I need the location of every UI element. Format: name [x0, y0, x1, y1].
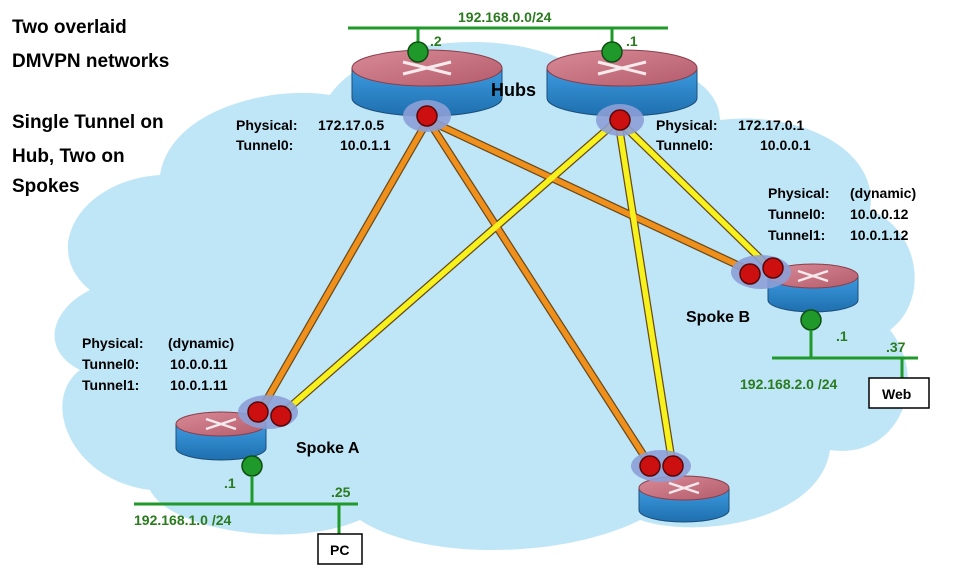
pc-box[interactable] [317, 533, 363, 565]
spoke-c-tunnel0-interface [639, 455, 661, 477]
web-server-box[interactable] [868, 377, 930, 409]
hub-right-tunnel-interface [609, 109, 631, 131]
hub-right-tunnel0-label: Tunnel0: [656, 137, 713, 153]
subtitle-line-2: Hub, Two on [12, 146, 125, 167]
hub-left-tunnel0-label: Tunnel0: [236, 137, 293, 153]
spoke-a-lan-segment [134, 476, 358, 534]
spoke-b-server-host: .37 [886, 339, 906, 355]
tunnel-hub-right-spoke-a [279, 117, 621, 417]
hub-lan-subnet-label: 192.168.0.0/24 [458, 9, 552, 25]
spoke-b-physical-label: Physical: [768, 185, 829, 201]
title-line-1: Two overlaid [12, 17, 127, 38]
spoke-a-pc-host: .25 [331, 484, 351, 500]
tunnel-hub-right-spoke-c [615, 117, 675, 465]
spoke-b-physical-value: (dynamic) [850, 185, 916, 201]
hub-right-tunnel0-value: 10.0.0.1 [760, 137, 811, 153]
spoke-b-tunnel0-value: 10.0.0.12 [850, 206, 909, 222]
spoke-a-tunnel0-label: Tunnel0: [82, 356, 139, 372]
spoke-b-lan-interface [800, 309, 822, 331]
router-spoke-c[interactable] [638, 475, 730, 523]
spoke-b-tunnel0-interface [739, 263, 761, 285]
hub-left-tunnel-interface [416, 105, 438, 127]
spoke-b-tunnel1-interface [762, 257, 784, 279]
spoke-a-tunnel1-label: Tunnel1: [82, 377, 139, 393]
spoke-a-router-host: .1 [224, 475, 236, 491]
hub-right-physical-value: 172.17.0.1 [738, 117, 804, 133]
spoke-b-lan-segment [772, 330, 918, 378]
router-hub-right[interactable] [546, 49, 698, 117]
subtitle-line-3: Spokes [12, 176, 80, 197]
spoke-a-physical-value: (dynamic) [168, 335, 234, 351]
spoke-b-tunnel0-label: Tunnel0: [768, 206, 825, 222]
hub-right-host-label: .1 [626, 33, 638, 49]
spoke-a-name: Spoke A [296, 440, 360, 457]
spoke-a-tunnel0-value: 10.0.0.11 [170, 356, 228, 372]
spoke-b-tunnel1-label: Tunnel1: [768, 227, 825, 243]
hubs-label: Hubs [491, 80, 536, 100]
spoke-a-lan-interface [241, 455, 263, 477]
spoke-a-tunnel1-value: 10.0.1.11 [170, 377, 228, 393]
spoke-a-tunnel1-interface [270, 405, 292, 427]
tunnel-hub-left-spoke-a [259, 117, 431, 411]
tunnel-hub-left-spoke-c [425, 117, 651, 465]
spoke-b-tunnel1-value: 10.0.1.12 [850, 227, 909, 243]
hub-left-lan-interface [407, 41, 429, 63]
tunnel-hub-left-spoke-b [425, 117, 751, 273]
hub-left-physical-value: 172.17.0.5 [318, 117, 384, 133]
spoke-a-lan-subnet: 192.168.1.0 /24 [134, 512, 232, 528]
hub-left-physical-label: Physical: [236, 117, 297, 133]
tunnel-links [258, 116, 774, 466]
subtitle-line-1: Single Tunnel on [12, 112, 164, 133]
spoke-a-tunnel0-interface [247, 401, 269, 423]
hub-right-physical-label: Physical: [656, 117, 717, 133]
hub-left-host-label: .2 [430, 33, 442, 49]
spoke-b-lan-subnet: 192.168.2.0 /24 [740, 376, 838, 392]
hub-left-tunnel0-value: 10.0.1.1 [340, 137, 391, 153]
spoke-a-physical-label: Physical: [82, 335, 143, 351]
hub-right-lan-interface [601, 41, 623, 63]
spoke-b-name: Spoke B [686, 309, 750, 326]
spoke-c-tunnel1-interface [662, 455, 684, 477]
pc-label: PC [330, 542, 349, 558]
spoke-b-router-host: .1 [836, 328, 848, 344]
title-line-2: DMVPN networks [12, 51, 169, 72]
tunnel-hub-right-spoke-b [615, 117, 773, 271]
web-server-label: Web [882, 386, 911, 402]
router-spoke-b[interactable] [767, 263, 859, 313]
